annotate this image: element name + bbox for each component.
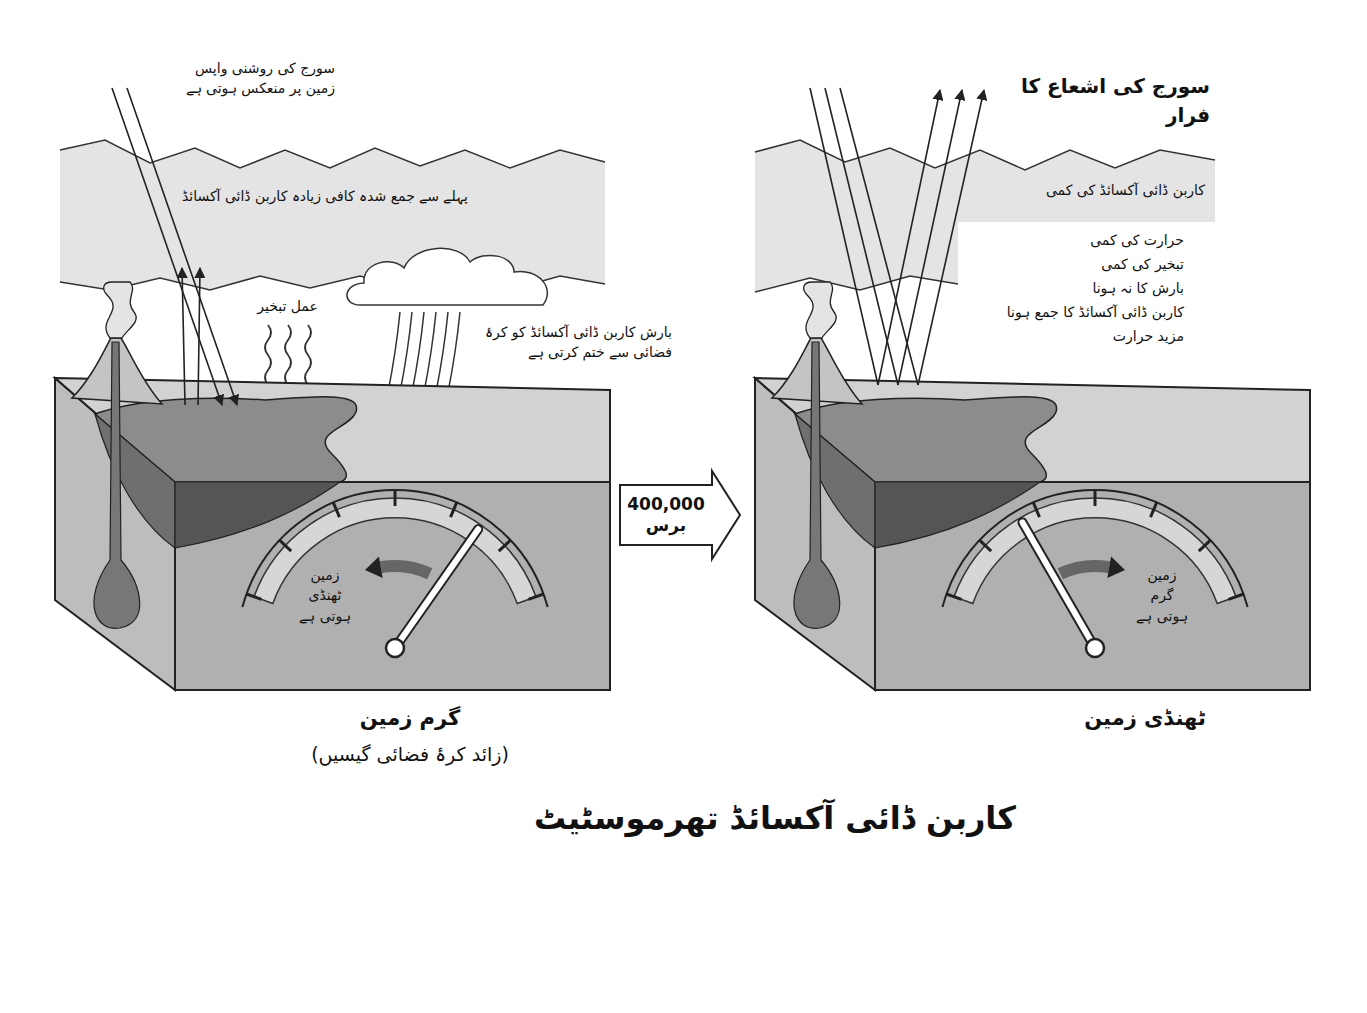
earth-cube [755,282,1310,690]
rain-lines [388,312,460,392]
time-arrow [620,471,740,559]
gauge-ticks [247,490,544,599]
magma-conduit [94,342,140,628]
reflected-ray [198,268,200,405]
callout-label: کاربن ڈائی آکسائڈ کی کمی [1000,180,1205,200]
callout-label: تبخیر کی کمی [965,252,1187,276]
reflected-ray [182,268,185,405]
callout-label: بارش کا نہ ہونا [965,276,1187,300]
gauge-rim [242,490,547,607]
evaporation-waves [265,325,311,385]
band-edge [755,140,1215,170]
arrow-label: 400,000 برس [625,494,707,537]
callout-label: کاربن ڈائی آکسائڈ کا جمع ہونا [965,300,1187,324]
callout-label: سورج کی اشعاع کا فرار [990,72,1210,130]
sun-ray [127,88,237,405]
diagram-title: کاربن ڈائی آکسائڈ تھرموسٹیٹ [475,795,1075,841]
escaping-ray [898,90,962,385]
rain-cloud [347,248,547,305]
gauge-needle [395,529,478,648]
cube-front [175,482,610,690]
callout-label: سورج کی روشنی واپس زمین پر منعکس ہوتی ہے [165,58,335,99]
gauge-needle [395,529,478,648]
atmosphere-band [60,140,605,290]
gauge-needle [1023,522,1096,648]
warming-arrow [1060,566,1109,574]
callout-label: حرارت کی کمی [965,228,1187,252]
gauge-pivot [386,639,404,657]
sun-ray [810,88,878,385]
gauge-pivot [1086,639,1104,657]
gauge-band [254,498,536,604]
callout-label: عمل تبخیر [245,296,330,316]
cooling-arrow [381,566,430,574]
earth-block: گرم زمین (زائد کرۂ فضائی گیسیں) زمین ٹھنڈی… [50,365,620,790]
block-heading: گرم زمین [290,703,530,733]
earth-cube [55,282,610,690]
sun-ray [840,88,918,385]
warming-arrow-head [1107,556,1125,578]
gauge-label: زمین ٹھنڈی ہوتی ہے [298,565,352,626]
callout-label: مزید حرارت [965,324,1187,348]
gauge-label: زمین گرم ہوتی ہے [1135,565,1189,626]
block-heading: ٹھنڈی زمین [1025,703,1265,733]
callout-label: پہلے سے جمع شدہ کافی زیادہ کاربن ڈائی آک… [178,186,468,206]
callout-label: بارش کاربن ڈائی آکسائڈ کو کرۂ فضائی سے خ… [472,322,672,363]
ocean-section [95,414,175,548]
sun-ray [112,88,222,405]
earth-block: ٹھنڈی زمین زمین گرم ہوتی ہے [740,365,1315,755]
band-edge [60,140,605,168]
block-subheading: (زائد کرۂ فضائی گیسیں) [270,741,550,769]
gauge-needle [1023,522,1096,648]
volcano-plume [104,282,137,338]
atmosphere-band [755,140,1215,292]
cooling-arrow-head [365,556,383,578]
